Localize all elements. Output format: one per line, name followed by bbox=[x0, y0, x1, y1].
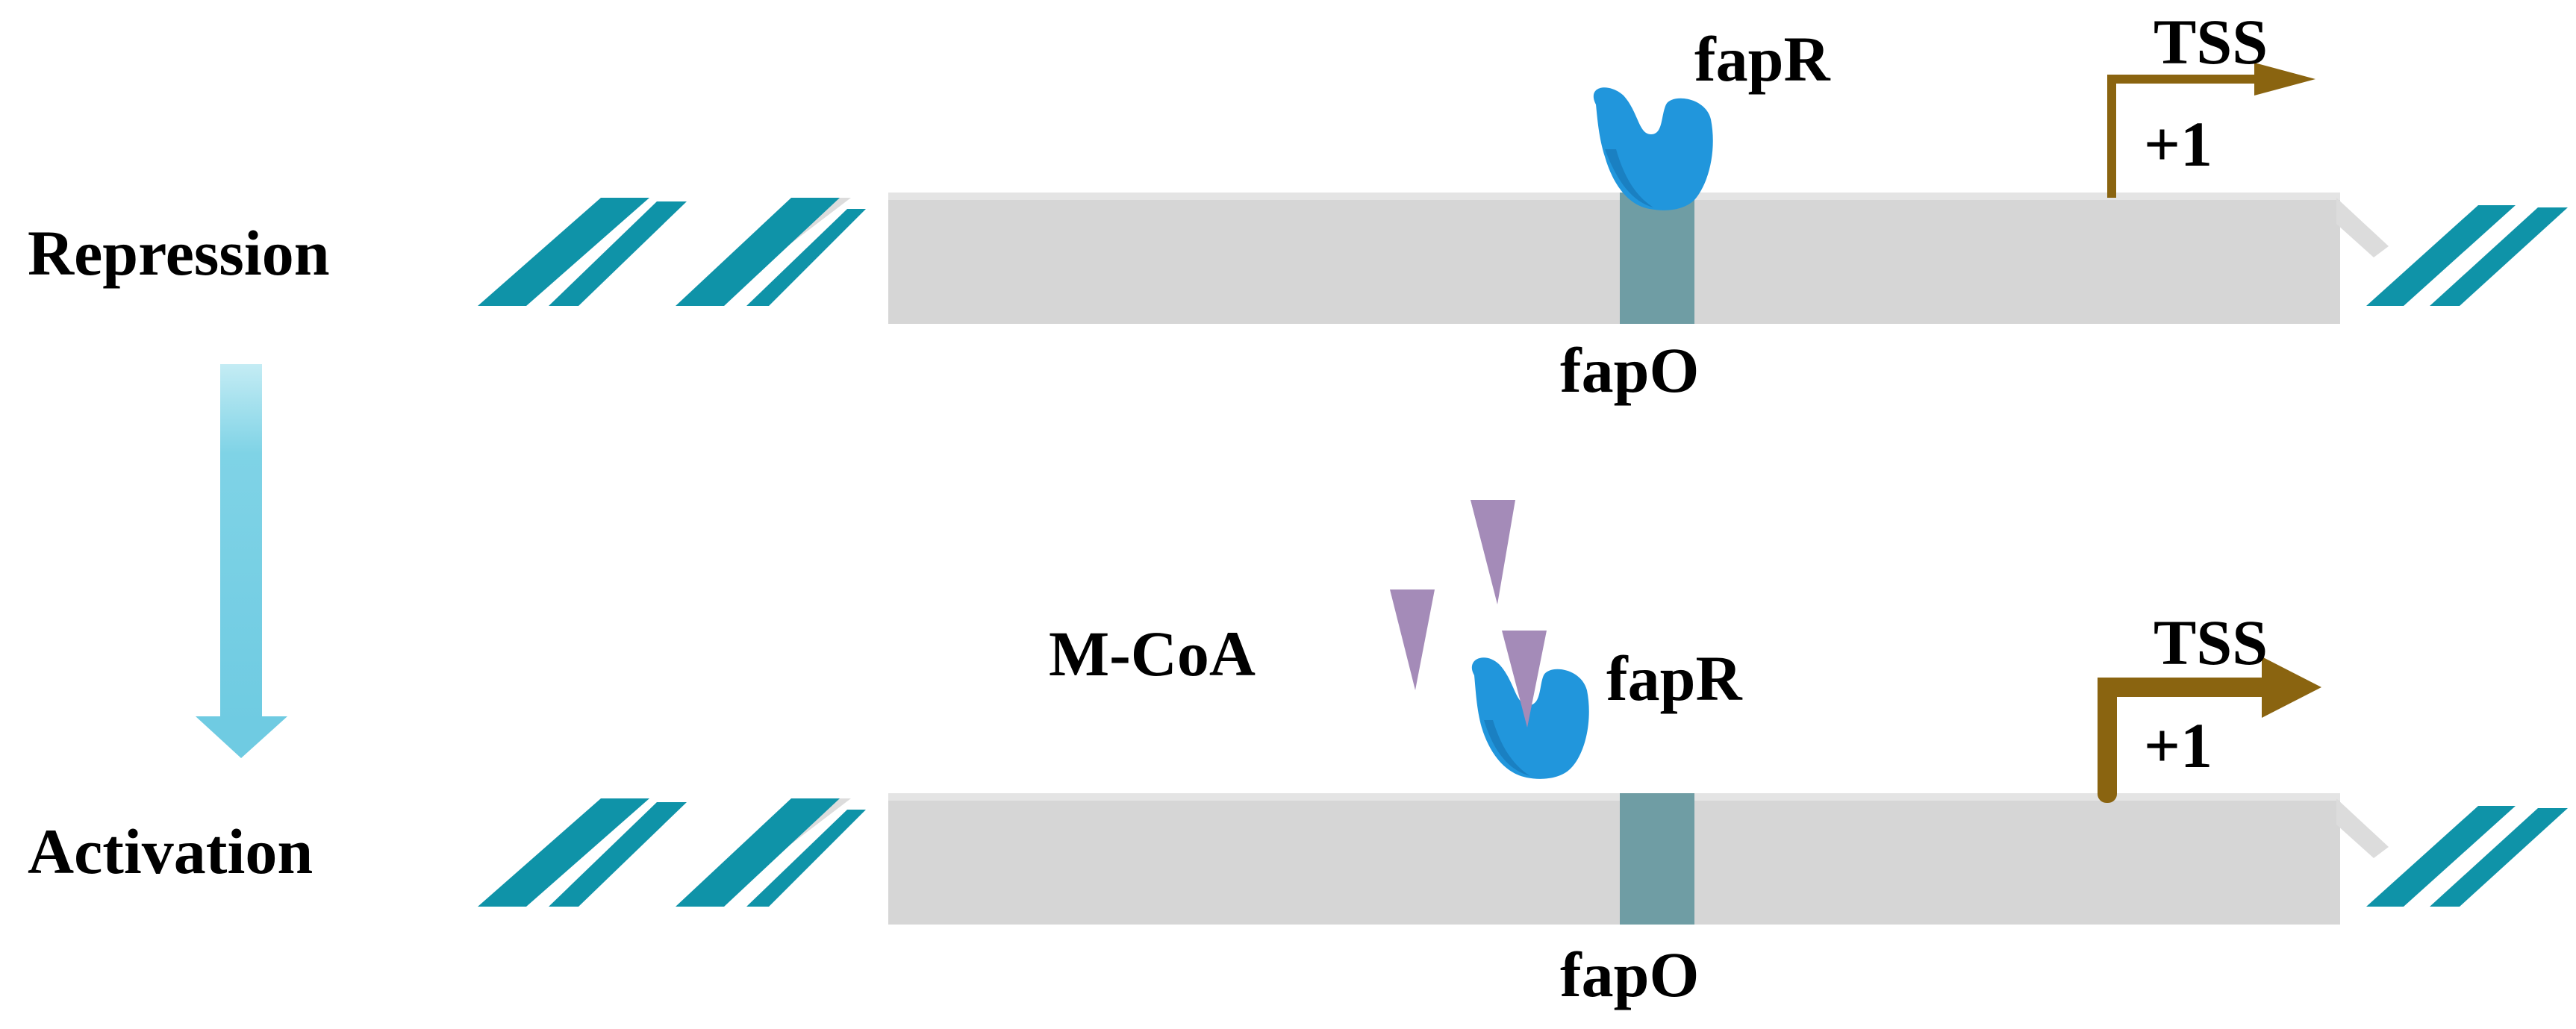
repression-row: Repression fapR fapO TSS +1 bbox=[28, 6, 2568, 406]
transition-arrow bbox=[196, 364, 287, 758]
fapO-label-bottom: fapO bbox=[1560, 939, 1699, 1010]
plus-one-label-top: +1 bbox=[2144, 108, 2212, 180]
mcoa-triangle-2 bbox=[1390, 589, 1435, 690]
tss-arrow-top bbox=[2107, 63, 2315, 198]
dna-helix-right-top bbox=[2336, 198, 2568, 306]
fapO-label-top: fapO bbox=[1560, 334, 1699, 406]
plus-one-label-bottom: +1 bbox=[2144, 710, 2212, 781]
tss-arrow-bottom bbox=[2098, 657, 2321, 803]
dna-bar-top-highlight bbox=[888, 193, 2340, 200]
fapR-label-bottom: fapR bbox=[1606, 642, 1742, 714]
mcoa-label: M-CoA bbox=[1049, 618, 1256, 689]
mcoa-triangle-3 bbox=[1502, 631, 1547, 728]
dna-bar-bottom-highlight bbox=[888, 793, 2340, 801]
tss-label-top: TSS bbox=[2154, 6, 2268, 78]
fapO-operator-bottom bbox=[1620, 793, 1694, 925]
fapR-label-top: fapR bbox=[1694, 23, 1830, 95]
dna-helix-left-top bbox=[478, 198, 866, 306]
activation-row: Activation M-CoA fapR fapO TSS +1 bbox=[28, 500, 2568, 1010]
repression-label: Repression bbox=[28, 217, 330, 289]
fapO-operator-top bbox=[1620, 193, 1694, 324]
dna-helix-right-bottom bbox=[2336, 798, 2568, 907]
dna-bar-top bbox=[888, 193, 2340, 324]
tss-label-bottom: TSS bbox=[2154, 607, 2268, 678]
activation-label: Activation bbox=[28, 816, 313, 887]
fapR-protein-top-shade bbox=[1605, 149, 1653, 207]
mcoa-triangle-1 bbox=[1471, 500, 1515, 604]
fapR-protein-bottom-shade bbox=[1484, 720, 1530, 776]
fapR-protein-top bbox=[1593, 87, 1713, 210]
dna-helix-left-bottom bbox=[478, 798, 866, 907]
dna-bar-bottom bbox=[888, 793, 2340, 925]
